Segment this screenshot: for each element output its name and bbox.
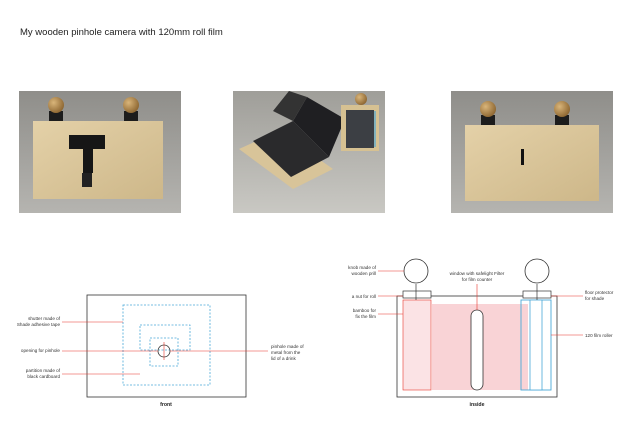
label-window-1: window with safelight Filter xyxy=(450,271,505,276)
label-knob-2: wooden prill xyxy=(351,271,376,276)
photo-open xyxy=(233,91,385,213)
label-floor-2: for shade xyxy=(585,296,605,301)
label-shutter-1: shutter made of xyxy=(28,316,61,321)
label-pinhole-3: lid of a drink xyxy=(271,356,296,361)
inside-caption: inside xyxy=(470,402,485,408)
front-diagram: front xyxy=(62,294,268,408)
label-knob-1: knob made of xyxy=(348,265,377,270)
label-partition-2: black cardboard xyxy=(27,374,60,379)
label-bamboo-1: bamboo for xyxy=(353,308,377,313)
label-pinhole-2: metal from the xyxy=(271,350,301,355)
inside-diagram: inside xyxy=(378,258,583,408)
label-opening: opening for pinhole xyxy=(21,348,61,353)
label-partition-1: partition made of xyxy=(26,368,61,373)
page-title: My wooden pinhole camera with 120mm roll… xyxy=(20,27,223,38)
label-floor-1: floor protector xyxy=(585,290,614,295)
photo-back xyxy=(451,91,613,213)
label-window-2: for film counter xyxy=(462,277,493,282)
label-nut: a nut for roll xyxy=(352,294,376,299)
front-caption: front xyxy=(160,402,172,408)
label-roller: 120 film roller xyxy=(585,333,613,338)
label-bamboo-2: fix the film xyxy=(355,314,376,319)
label-pinhole-1: pinhole made of xyxy=(271,344,304,349)
label-shutter-2: Shade adhesive tape xyxy=(17,322,61,327)
photo-front xyxy=(19,91,181,213)
